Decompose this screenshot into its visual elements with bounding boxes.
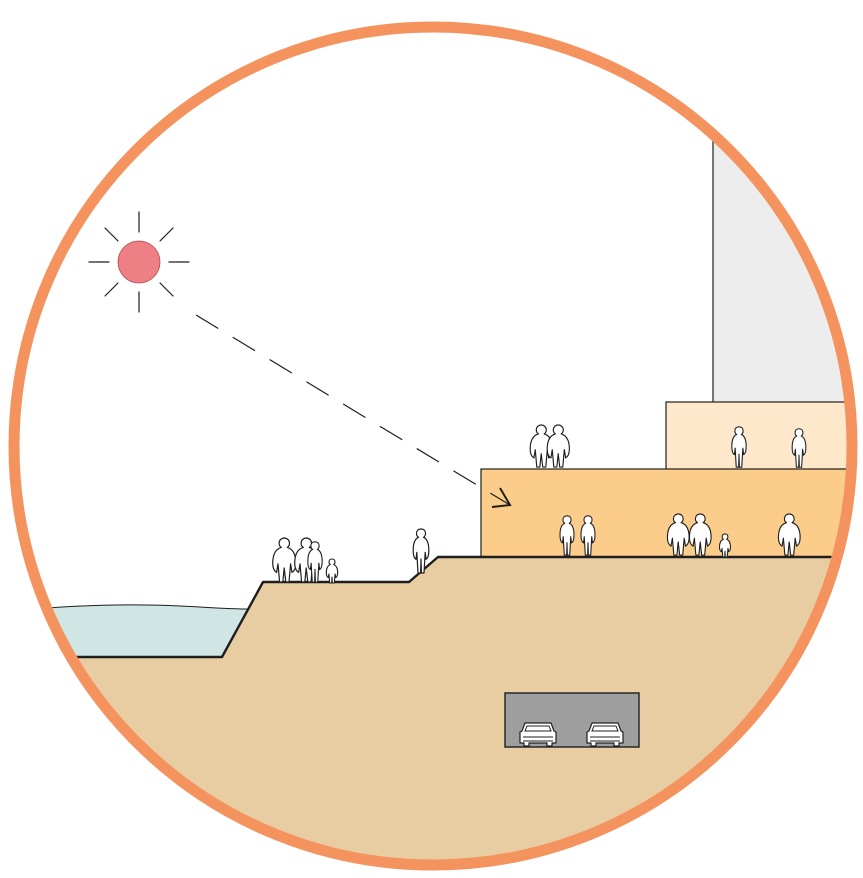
underground-tunnel xyxy=(504,692,640,748)
car-icon xyxy=(519,722,557,747)
car-icon xyxy=(586,722,624,747)
dashed-arrow-icon xyxy=(195,314,512,508)
circular-frame xyxy=(8,21,858,871)
sun-icon xyxy=(88,211,190,313)
ground-profile-line xyxy=(15,555,851,659)
upper-building-tier xyxy=(665,401,851,471)
